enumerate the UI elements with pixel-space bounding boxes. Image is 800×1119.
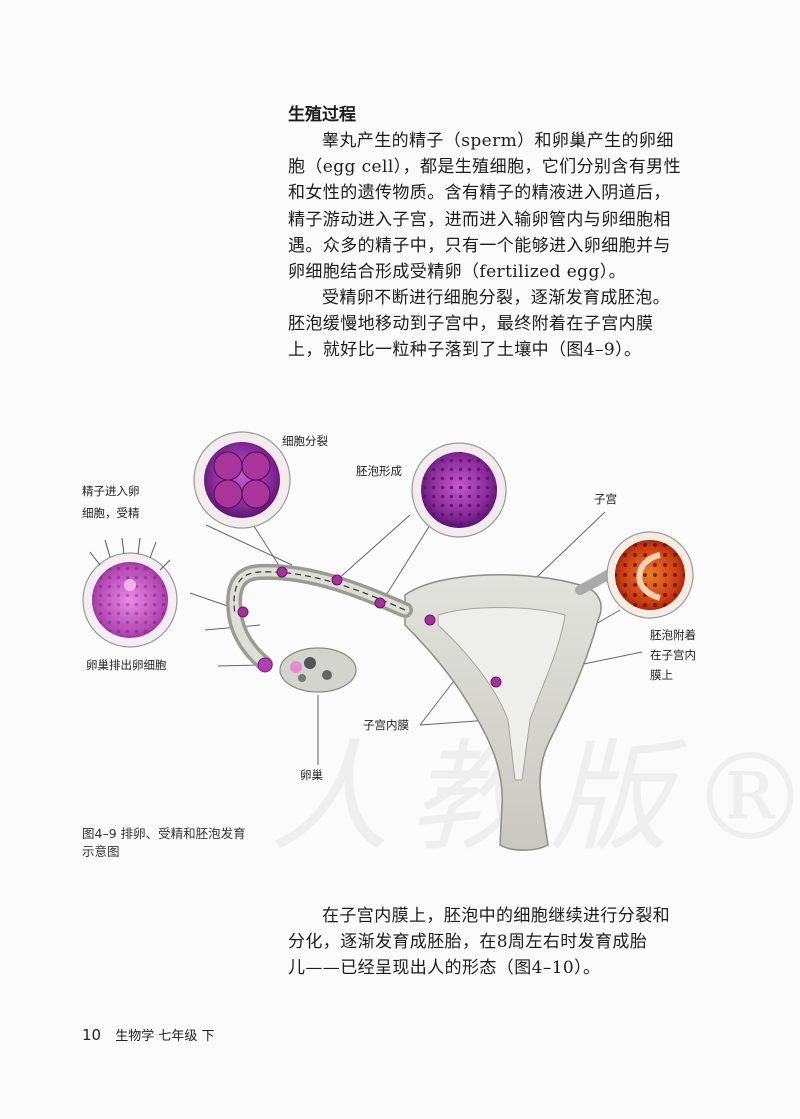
paragraph-fertilization: 睾丸产生的精子（sperm）和卵巢产生的卵细 胞（egg cell），都是生殖细… [288, 128, 708, 285]
text-line: 和女性的遗传物质。含有精子的精液进入阴道后， [288, 183, 671, 204]
text-line: 胚泡缓慢地移动到子宫中，最终附着在子宫内膜 [288, 314, 654, 335]
reproduction-diagram: 细胞分裂 胚泡形成 子宫 精子进入卵 细胞，受精 卵巢排出卵细胞 胚泡附着 在子… [60, 420, 760, 860]
text-line: 胞（egg cell），都是生殖细胞，它们分别含有男性 [288, 157, 681, 178]
page-footer: 10 生物学 七年级 下 [82, 1025, 215, 1044]
text-line: 受精卵不断进行细胞分裂，逐渐发育成胚泡。 [322, 288, 670, 308]
section-heading: 生殖过程 [288, 105, 356, 125]
label-uterus: 子宫 [594, 492, 617, 506]
label-cell-division: 细胞分裂 [282, 434, 328, 448]
book-title: 生物学 七年级 下 [115, 1029, 215, 1044]
label-attach-3: 膜上 [650, 668, 673, 682]
text-line: 卵细胞结合形成受精卵（fertilized egg）。 [288, 262, 627, 283]
cell-division-circle [193, 431, 291, 529]
diagram-illustration [82, 431, 694, 851]
text-line: 精子游动进入子宫，进而进入输卵管内与卵细胞相 [288, 209, 671, 230]
ovary-shape [279, 647, 357, 693]
caption-line: 图4–9 排卵、受精和胚泡发育 [82, 826, 246, 841]
text-line: 睾丸产生的精子（sperm）和卵巢产生的卵细 [322, 131, 674, 151]
text-line: 儿——已经呈现出人的形态（图4–10）。 [288, 958, 601, 979]
text-line: 遇。众多的精子中，只有一个能够进入卵细胞并与 [288, 235, 671, 256]
figure-caption: 图4–9 排卵、受精和胚泡发育 示意图 [82, 825, 272, 861]
label-ovary: 卵巢 [300, 768, 323, 782]
blastocyst-circle [411, 442, 507, 538]
label-sperm-enters-2: 细胞，受精 [82, 506, 140, 520]
label-ovulation: 卵巢排出卵细胞 [86, 658, 167, 672]
text-line: 在子宫内膜上，胚泡中的细胞继续进行分裂和 [322, 906, 670, 926]
tube-cells [237, 566, 502, 688]
implantation-circle [606, 531, 694, 619]
text-line: 上，就好比一粒种子落到了土壤中（图4–9）。 [288, 340, 642, 361]
ovulated-egg [257, 657, 273, 673]
label-blastocyst-formation: 胚泡形成 [356, 464, 402, 478]
label-sperm-enters-1: 精子进入卵 [82, 484, 140, 498]
paragraph-blastocyst: 受精卵不断进行细胞分裂，逐渐发育成胚泡。 胚泡缓慢地移动到子宫中，最终附着在子宫… [288, 285, 708, 364]
label-attach-2: 在子宫内 [650, 648, 696, 662]
label-endometrium: 子宫内膜 [363, 718, 409, 732]
label-attach-1: 胚泡附着 [650, 628, 696, 642]
fertilization-circle [82, 537, 178, 648]
paragraph-embryo: 在子宫内膜上，胚泡中的细胞继续进行分裂和 分化，逐渐发育成胚胎，在8周左右时发育… [288, 903, 708, 982]
page-number: 10 [82, 1026, 102, 1044]
uterine-cavity [437, 607, 566, 781]
caption-line: 示意图 [82, 844, 120, 859]
text-line: 分化，逐渐发育成胚胎，在8周左右时发育成胎 [288, 932, 648, 953]
